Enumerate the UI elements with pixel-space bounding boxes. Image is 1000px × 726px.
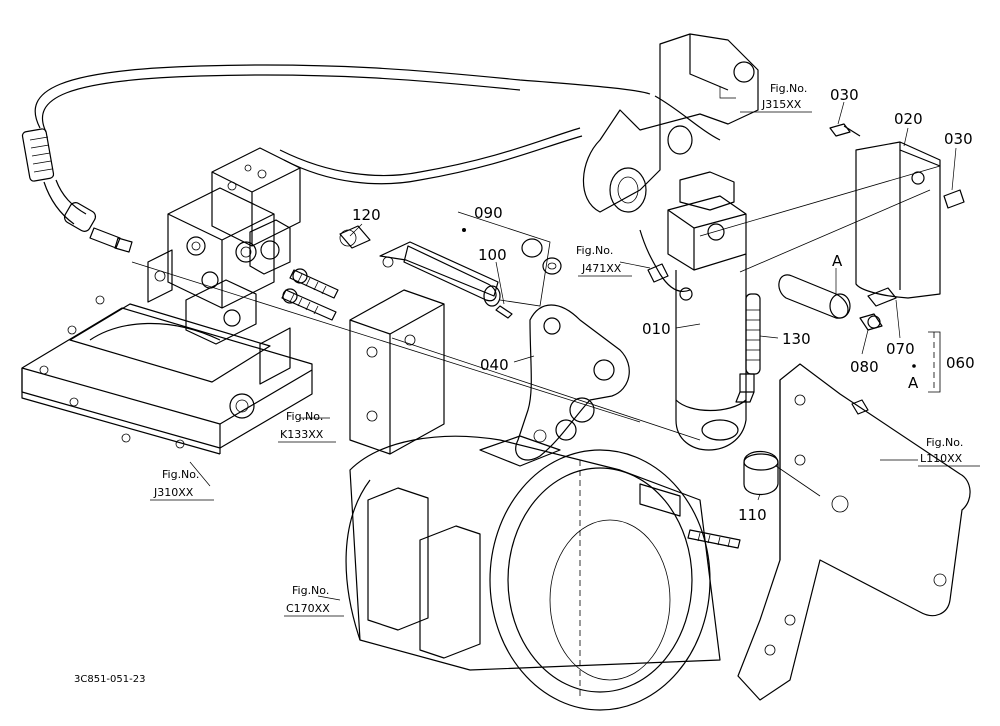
- diagram-code: 3C851-051-23: [74, 674, 145, 685]
- fig-ref-c170: Fig.No. C170XX: [284, 584, 344, 617]
- part-label-090: 090: [474, 204, 503, 222]
- fig-ref-j315: Fig.No. J315XX: [740, 82, 812, 113]
- part-label-070: 070: [886, 340, 915, 358]
- fig-ref-j310-line2: J310XX: [153, 486, 194, 499]
- fig-ref-j471-line1: Fig.No.: [576, 244, 613, 257]
- part-label-120: 120: [352, 206, 381, 224]
- marker-a-lower: A: [908, 374, 919, 392]
- hose-fitting: [639, 229, 693, 301]
- part-label-010: 010: [642, 320, 671, 338]
- support-bracket: [349, 289, 445, 455]
- fig-ref-l110-line1: Fig.No.: [926, 436, 963, 449]
- guard-plate: [829, 123, 965, 299]
- mounting-bolts: [281, 268, 339, 321]
- part-label-080: 080: [850, 358, 879, 376]
- fig-ref-k133: Fig.No. K133XX: [278, 410, 336, 443]
- leader-lines: [189, 86, 957, 601]
- marker-dot: [912, 364, 916, 368]
- part-label-030-right: 030: [944, 130, 973, 148]
- bushing: [743, 450, 779, 496]
- hydraulic-cylinder: [667, 171, 747, 451]
- part-label-130: 130: [782, 330, 811, 348]
- fig-ref-c170-line1: Fig.No.: [292, 584, 329, 597]
- lift-arm-upper: [582, 33, 759, 213]
- fig-ref-j471-line2: J471XX: [581, 262, 622, 275]
- part-label-060: 060: [946, 354, 975, 372]
- pivot-pin: [339, 211, 562, 319]
- frame-bracket: [737, 363, 971, 701]
- part-label-040: 040: [480, 356, 509, 374]
- relief-valve-pipe: [735, 293, 761, 403]
- part-label-030-left: 030: [830, 86, 859, 104]
- fig-ref-k133-line1: Fig.No.: [286, 410, 323, 423]
- fig-ref-j471: Fig.No. J471XX: [576, 244, 632, 277]
- part-label-020: 020: [894, 110, 923, 128]
- cylinder-pin-assembly: [778, 274, 897, 331]
- hydraulic-hose: [21, 64, 721, 253]
- part-label-100: 100: [478, 246, 507, 264]
- lift-arm: [515, 304, 630, 461]
- hydraulic-housing-cover: [21, 295, 313, 455]
- marker-a-upper: A: [832, 252, 843, 270]
- transmission-housing: [345, 435, 741, 711]
- fig-ref-j310-line1: Fig.No.: [162, 468, 199, 481]
- fig-ref-j315-line2: J315XX: [761, 98, 802, 111]
- fig-ref-k133-line2: K133XX: [280, 428, 324, 441]
- fig-ref-c170-line2: C170XX: [286, 602, 330, 615]
- fig-ref-l110: Fig.No. L110XX: [918, 436, 980, 467]
- fig-ref-l110-line2: L110XX: [920, 452, 963, 465]
- part-label-110: 110: [738, 506, 767, 524]
- fig-ref-j315-line1: Fig.No.: [770, 82, 807, 95]
- assembly-guide-lines: [131, 165, 941, 497]
- fig-ref-j310: Fig.No. J310XX: [150, 468, 214, 501]
- control-valve-block: [147, 147, 301, 345]
